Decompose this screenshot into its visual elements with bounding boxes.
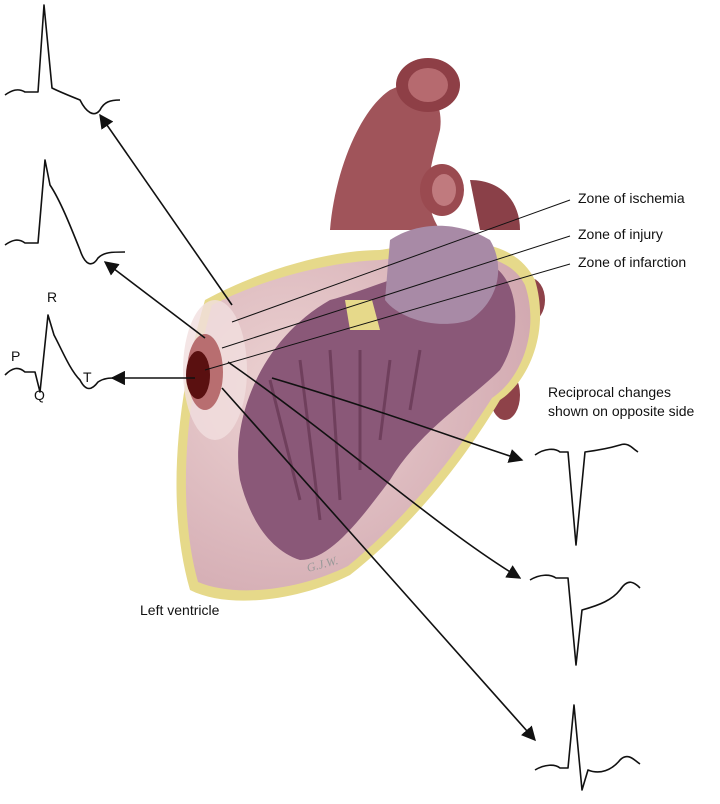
label-zone-of-ischemia: Zone of ischemia xyxy=(578,190,685,206)
label-zone-of-injury: Zone of injury xyxy=(578,226,663,242)
arrow-to-ischemia-ecg xyxy=(99,113,233,306)
aorta xyxy=(330,84,441,230)
arrow-to-injury-ecg xyxy=(103,261,206,339)
label-reciprocal-line1: Reciprocal changes xyxy=(548,384,671,400)
ecg-reciprocal-waveform-3 xyxy=(534,704,641,791)
ecg-reciprocal-waveform-1 xyxy=(534,443,639,546)
ecg-infarction-waveform xyxy=(4,314,116,393)
arrow-to-reciprocal-2 xyxy=(227,361,522,579)
wave-label-q: Q xyxy=(34,387,45,403)
arrow-to-reciprocal-3 xyxy=(221,387,536,742)
wave-label-p: P xyxy=(11,348,20,364)
label-reciprocal-line2: shown on opposite side xyxy=(548,403,695,419)
leader-ischemia xyxy=(231,199,571,323)
ecg-ischemia-waveform xyxy=(4,4,121,115)
leader-injury xyxy=(221,235,571,349)
wave-label-t: T xyxy=(83,369,92,385)
arrow-to-reciprocal-1 xyxy=(271,377,524,463)
heart-illustration xyxy=(176,58,545,601)
zone-of-infarction-area xyxy=(186,351,210,399)
ecg-injury-waveform xyxy=(4,159,126,265)
label-zone-of-infarction: Zone of infarction xyxy=(578,254,686,270)
wave-label-r: R xyxy=(47,289,57,305)
ecg-reciprocal-waveform-2 xyxy=(529,574,641,666)
label-left-ventricle: Left ventricle xyxy=(140,602,220,618)
leader-infarction xyxy=(204,263,571,371)
